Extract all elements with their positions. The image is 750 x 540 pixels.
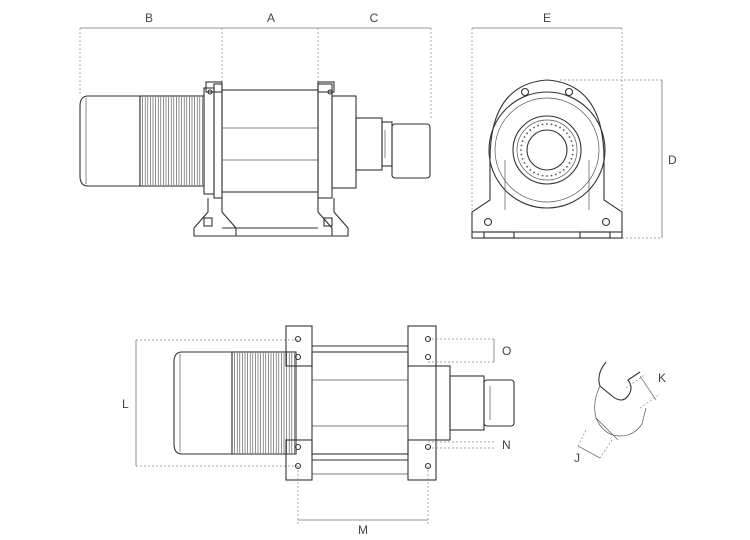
top-motor-cap bbox=[173, 351, 233, 455]
flange-dot-ring bbox=[520, 123, 574, 177]
foot-right bbox=[317, 198, 349, 237]
gearbox bbox=[355, 117, 383, 171]
dimension-line-k bbox=[639, 375, 657, 401]
drum bbox=[221, 89, 319, 193]
side-view: B A C bbox=[79, 11, 432, 237]
drum-inner-circle bbox=[512, 115, 582, 185]
housing-outline bbox=[471, 79, 623, 233]
front-view: E D bbox=[471, 11, 677, 239]
shaft-circle bbox=[526, 129, 568, 171]
label-d: D bbox=[668, 153, 677, 167]
label-b: B bbox=[145, 11, 153, 25]
label-a: A bbox=[267, 11, 275, 25]
label-n: N bbox=[502, 438, 511, 452]
bracket-bottom-left bbox=[285, 439, 313, 481]
bracket-holes bbox=[294, 335, 432, 470]
top-drum bbox=[311, 351, 409, 455]
label-l: L bbox=[122, 397, 129, 411]
bolt-markers bbox=[483, 87, 611, 227]
bracket-bottom-right bbox=[407, 439, 437, 481]
top-view: L bbox=[122, 325, 515, 537]
label-m: M bbox=[358, 523, 368, 537]
label-e: E bbox=[543, 11, 551, 25]
label-k: K bbox=[658, 371, 666, 385]
top-motor-fin-lines bbox=[234, 353, 295, 453]
label-o: O bbox=[502, 344, 511, 358]
label-c: C bbox=[370, 11, 379, 25]
hook-detail: K J bbox=[574, 361, 666, 465]
top-motor-fins bbox=[231, 351, 297, 455]
top-gearbox bbox=[449, 375, 485, 431]
dimension-line-j bbox=[577, 445, 601, 459]
label-j: J bbox=[574, 451, 580, 465]
drum-outer-circle bbox=[488, 91, 606, 209]
motor-fin-lines bbox=[142, 97, 203, 185]
motor-end-cap bbox=[79, 95, 141, 187]
bracket-top-right bbox=[407, 325, 437, 367]
foot-left bbox=[193, 198, 237, 237]
bracket-top-left bbox=[285, 325, 313, 367]
